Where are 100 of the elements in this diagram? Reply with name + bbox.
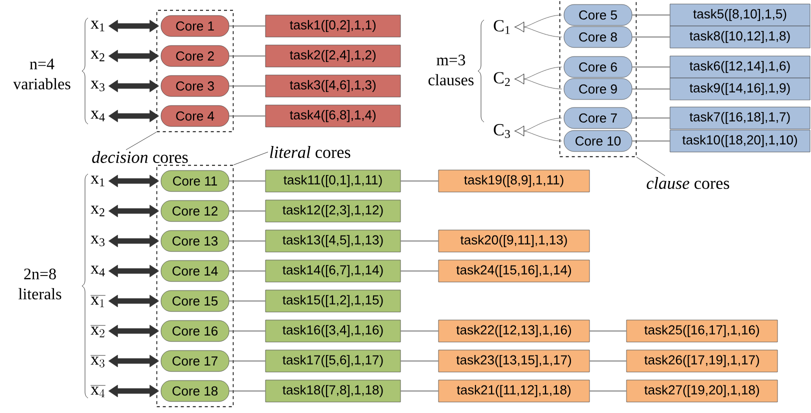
connector-line (228, 210, 266, 212)
variable-label: $\overline{\mathrm{x}_{1}}$ (90, 295, 106, 308)
connector-line (228, 270, 266, 272)
core-pill: Core 3 (160, 75, 230, 97)
variable-label: $\overline{\mathrm{x}_{4}}$ (90, 385, 106, 398)
task-box: task18([7,8],1,18) (265, 380, 401, 402)
connector-line (632, 14, 670, 16)
double-arrow (108, 20, 159, 32)
core-pill: Core 10 (564, 130, 632, 152)
double-arrow (108, 50, 159, 62)
leader-line (636, 156, 666, 176)
leader-line (126, 132, 157, 150)
variable-label: x$_{4}$ (90, 110, 105, 122)
core-pill: Core 6 (564, 56, 632, 78)
dashed-group-box (156, 164, 234, 408)
variable-label: C$_{2}$ (494, 72, 510, 86)
double-arrow (108, 354, 159, 368)
merge-arrow (514, 126, 562, 142)
group-caption: literal cores (270, 146, 350, 158)
core-pill: Core 12 (160, 200, 230, 222)
double-arrow (108, 110, 159, 122)
variable-label: $\overline{\mathrm{x}_{2}}$ (90, 325, 106, 338)
task-box: task6([12,14],1,6) (670, 56, 810, 78)
core-pill: Core 2 (160, 45, 230, 67)
connector-line (632, 88, 670, 90)
variable-label: x$_{3}$ (90, 236, 105, 246)
double-arrow (108, 80, 159, 92)
task-box: task19([8,9],1,11) (438, 170, 590, 192)
task-box: task16([3,4],1,16) (265, 320, 401, 342)
task-box: task13([4,5],1,13) (265, 230, 401, 252)
task-box: task24([15,16],1,14) (438, 260, 590, 282)
variable-label: x$_{2}$ (90, 50, 104, 62)
task-box: task20([9,11],1,13) (438, 230, 590, 252)
double-arrow (108, 324, 159, 338)
connector-line (228, 300, 266, 302)
task-box: task22([12,13],1,16) (438, 320, 590, 342)
connector-line (632, 140, 670, 142)
connector-line (400, 180, 439, 182)
variable-label: x$_{1}$ (90, 176, 104, 186)
double-arrow (108, 384, 159, 398)
task-box: task27([19,20],1,18) (626, 380, 778, 402)
task-box: task23([13,15],1,17) (438, 350, 590, 372)
core-pill: Core 4 (160, 105, 230, 127)
connector-line (400, 330, 439, 332)
core-pill: Core 1 (160, 15, 230, 37)
core-pill: Core 17 (160, 350, 230, 372)
task-box: task1([0,2],1,1) (265, 14, 401, 38)
task-box: task15([1,2],1,15) (265, 290, 401, 312)
task-box: task2([2,4],1,2) (265, 44, 401, 68)
task-box: task11([0,1],1,11) (265, 170, 401, 192)
brace-label: 2n=8 literals (18, 268, 62, 300)
connector-line (589, 390, 627, 392)
task-box: task26([17,19],1,17) (626, 350, 778, 372)
connector-line (632, 36, 670, 38)
task-box: task25([16,17],1,16) (626, 320, 778, 342)
connector-line (589, 360, 627, 362)
task-box: task17([5,6],1,17) (265, 350, 401, 372)
brace-label: m=3 clauses (428, 54, 474, 86)
task-box: task21([11,12],1,18) (438, 380, 590, 402)
core-pill: Core 5 (564, 4, 632, 26)
task-box: task4([6,8],1,4) (265, 104, 401, 128)
task-box: task7([16,18],1,7) (670, 106, 810, 130)
connector-line (632, 66, 670, 68)
merge-arrow (514, 74, 562, 90)
leader-line (233, 152, 268, 166)
core-pill: Core 16 (160, 320, 230, 342)
double-arrow (108, 204, 159, 218)
core-pill: Core 7 (564, 107, 632, 129)
core-pill: Core 15 (160, 290, 230, 312)
variable-label: x$_{1}$ (90, 20, 104, 32)
task-box: task9([14,16],1,9) (670, 78, 810, 100)
connector-line (228, 180, 266, 182)
double-arrow (108, 264, 159, 278)
double-arrow (108, 174, 159, 188)
connector-line (228, 360, 266, 362)
task-box: task5([8,10],1,5) (670, 4, 810, 26)
double-arrow (108, 234, 159, 248)
core-pill: Core 13 (160, 230, 230, 252)
task-box: task8([10,12],1,8) (670, 26, 810, 48)
variable-label: x$_{2}$ (90, 206, 104, 216)
double-arrow (108, 294, 159, 308)
connector-line (228, 240, 266, 242)
task-box: task12([2,3],1,12) (265, 200, 401, 222)
task-box: task14([6,7],1,14) (265, 260, 401, 282)
dashed-group-box (559, 0, 637, 158)
node-label: task6([12,14],1,6) (690, 60, 790, 74)
core-pill: Core 18 (160, 380, 230, 402)
connector-line (400, 360, 439, 362)
connector-line (400, 390, 439, 392)
connector-line (589, 330, 627, 332)
merge-arrow (514, 22, 562, 38)
group-caption: decision cores (92, 151, 188, 163)
core-pill: Core 14 (160, 260, 230, 282)
dashed-group-box (156, 10, 234, 132)
connector-line (228, 390, 266, 392)
variable-label: C$_{3}$ (494, 124, 510, 138)
task-box: task3([4,6],1,3) (265, 74, 401, 98)
core-pill: Core 9 (564, 78, 632, 100)
variable-label: x$_{4}$ (90, 266, 105, 276)
variable-label: C$_{1}$ (494, 20, 510, 34)
